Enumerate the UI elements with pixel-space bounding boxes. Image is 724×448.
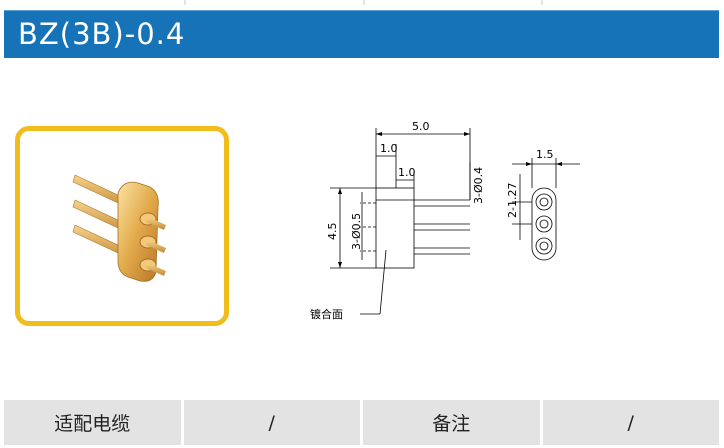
connector-photo: [72, 174, 166, 282]
product-image-frame: [15, 126, 229, 326]
spec-table-row: 适配电缆 / 备注 /: [4, 400, 719, 445]
dim-pin-dia: 3-Ø0.4: [472, 167, 485, 204]
dim-body-dia: 3-Ø0.5: [350, 213, 363, 250]
title-bar: BZ(3B)-0.4: [4, 10, 719, 58]
dim-height: 4.5: [326, 223, 339, 241]
top-divider-marks: [184, 0, 543, 5]
remark-label: 备注: [363, 400, 540, 445]
dim-a: 1.0: [380, 142, 398, 155]
cable-value: /: [183, 400, 360, 445]
dim-b: 1.0: [398, 166, 416, 179]
dim-length: 5.0: [412, 120, 430, 133]
technical-drawing: 5.0 1.0 1.0 3-Ø0.4 4.5 3-Ø0.5 2-1.27 1.5…: [310, 120, 580, 321]
dim-pitch: 2-1.27: [506, 183, 519, 218]
dim-width: 1.5: [536, 148, 554, 161]
remark-value: /: [542, 400, 719, 445]
product-title: BZ(3B)-0.4: [18, 17, 186, 51]
cable-label: 适配电缆: [4, 400, 181, 445]
note-plating: 镀合面: [310, 307, 343, 321]
